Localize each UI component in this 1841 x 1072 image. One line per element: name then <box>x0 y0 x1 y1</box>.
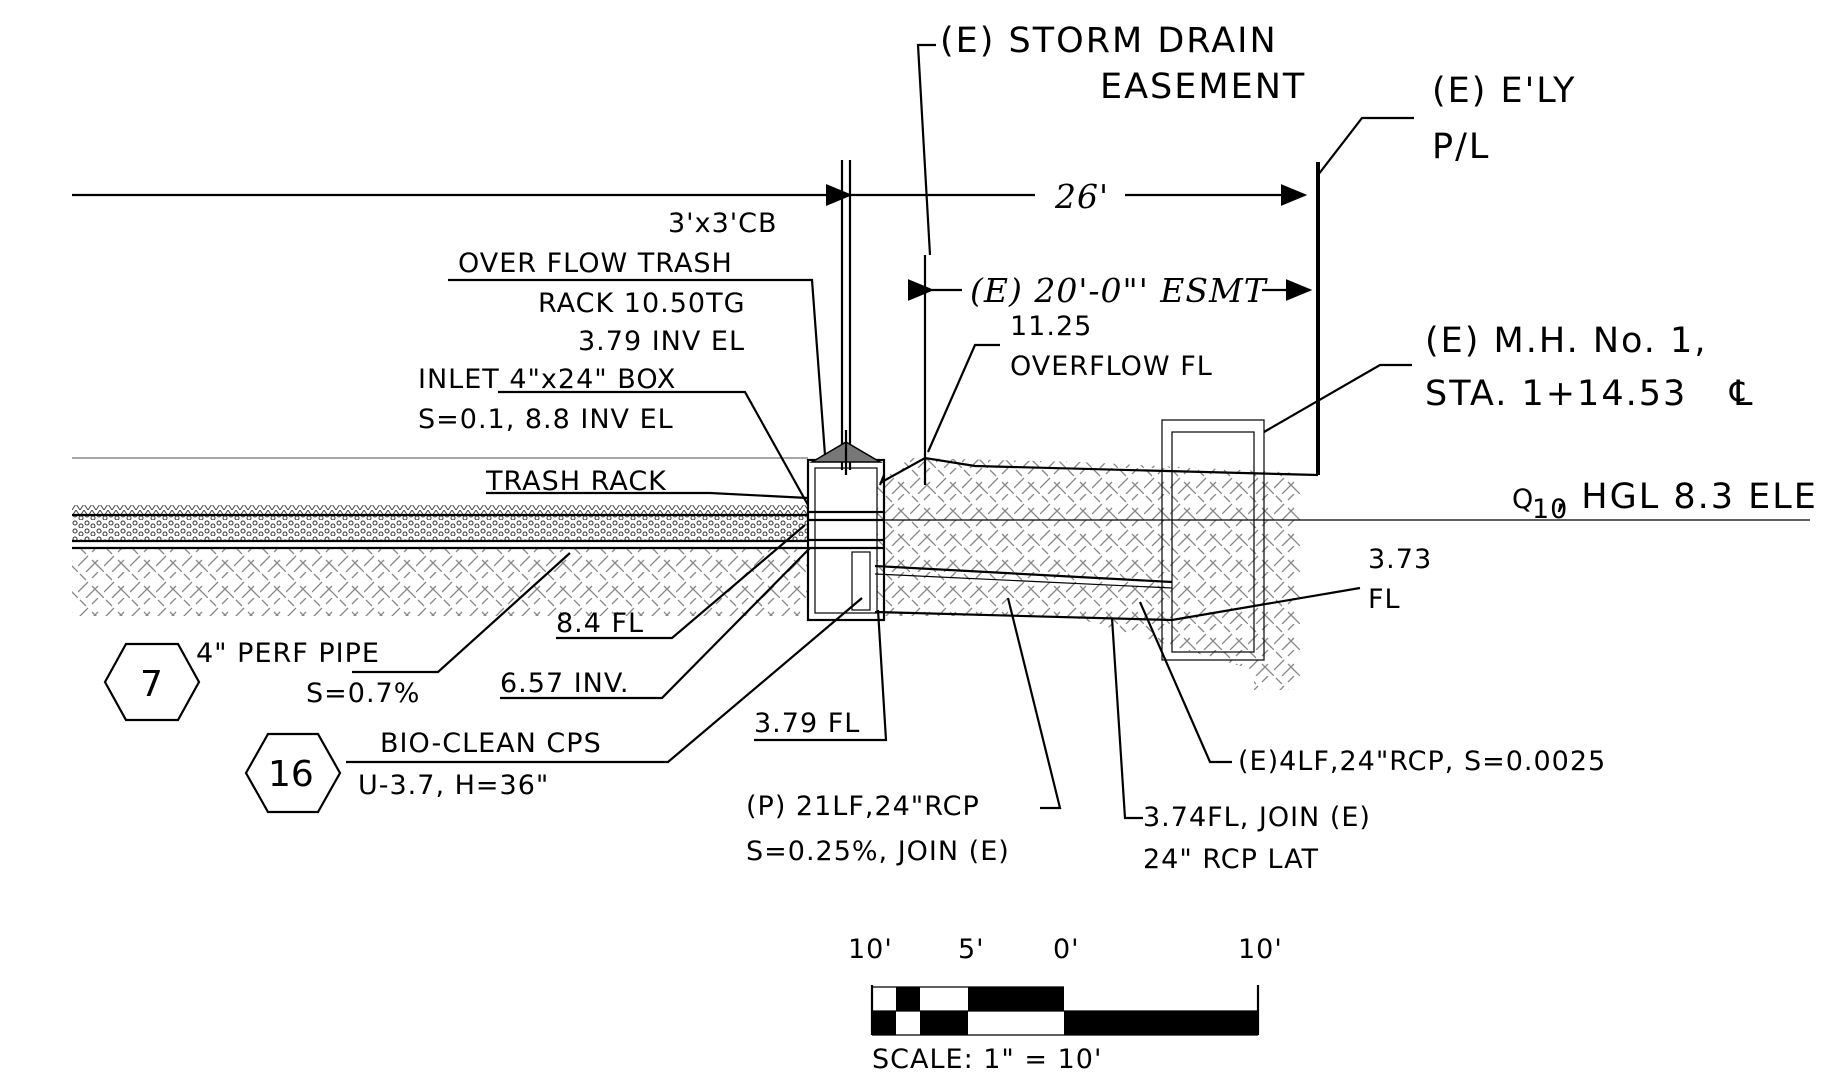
cb-line3: RACK 10.50TG <box>538 288 746 319</box>
fl-379-callout: 3.79 FL <box>754 609 888 742</box>
keynote-16-number: 16 <box>268 754 314 795</box>
ely-pl-line2: P/L <box>1432 127 1490 167</box>
keynote-16-line2: U-3.7, H=36" <box>358 770 549 801</box>
fl-84-label: 8.4 FL <box>556 608 644 639</box>
fl-379-label: 3.79 FL <box>754 708 860 739</box>
overflow-line1: 11.25 <box>1010 311 1092 342</box>
manhole-line2: STA. 1+14.53 <box>1425 374 1687 414</box>
cb-line2: OVER FLOW TRASH <box>458 248 733 279</box>
keynote-16: 16 BIO-CLEAN CPS U-3.7, H=36" <box>244 597 863 814</box>
ely-pl-line1: (E) E'LY <box>1432 71 1577 111</box>
overflow-line2: OVERFLOW FL <box>1010 351 1213 382</box>
rcp-pipe <box>874 564 1173 622</box>
scale-tick-5: 5' <box>958 934 985 965</box>
scale-tick-10-right: 10' <box>1238 934 1283 965</box>
storm-drain-line1: (E) STORM DRAIN <box>940 21 1278 61</box>
fl-inv-callouts: 8.4 FL 6.57 INV. <box>500 524 811 700</box>
keynote-7: 7 4" PERF PIPE S=0.7% <box>103 552 571 722</box>
keynote-7-line2: S=0.7% <box>306 678 420 709</box>
dimension-esmt: (E) 20'-0"' ESMT <box>907 255 1313 485</box>
fl-373-line1: 3.73 <box>1368 544 1432 575</box>
gravel-bed <box>72 505 808 550</box>
keynote-16-line1: BIO-CLEAN CPS <box>380 728 602 759</box>
manhole-line1: (E) M.H. No. 1, <box>1425 321 1707 361</box>
inlet-line1: INLET 4"x24" BOX <box>418 364 676 395</box>
keynote-7-number: 7 <box>140 664 163 705</box>
ely-pl-callout: (E) E'LY P/L <box>1316 71 1577 475</box>
catch-basin <box>806 430 886 622</box>
dimension-26: 26' <box>72 160 1308 470</box>
join-lat-line2: 24" RCP LAT <box>1143 844 1319 875</box>
proposed-rcp-line1: (P) 21LF,24"RCP <box>746 791 980 822</box>
soil-hatch <box>72 458 1300 690</box>
storm-drain-line2: EASEMENT <box>1100 67 1306 107</box>
hgl-q-sub: 10 <box>1532 494 1568 525</box>
scale-bar: 10' 5' 0' 10' SCALE: 1" = 10' <box>848 934 1283 1072</box>
trash-rack-text: TRASH RACK <box>485 466 667 497</box>
scale-tick-0: 0' <box>1053 934 1080 965</box>
ground-surface <box>72 456 1319 484</box>
join-lat-line1: 3.74FL, JOIN (E) <box>1143 802 1371 833</box>
existing-rcp-callouts: (E)4LF,24"RCP, S=0.0025 3.74FL, JOIN (E)… <box>1110 601 1606 875</box>
manhole: (E) M.H. No. 1, STA. 1+14.53 ℄ <box>1161 321 1754 661</box>
scale-tick-10-left: 10' <box>848 934 893 965</box>
catch-basin-labels: 3'x3'CB OVER FLOW TRASH RACK 10.50TG 3.7… <box>448 208 827 456</box>
trash-rack-label: TRASH RACK <box>485 466 809 500</box>
inlet-labels: INLET 4"x24" BOX S=0.1, 8.8 INV EL <box>418 364 809 506</box>
scale-caption: SCALE: 1" = 10' <box>872 1044 1102 1072</box>
fl-373-line2: FL <box>1368 584 1401 615</box>
esmt-label: (E) 20'-0"' ESMT <box>970 271 1269 310</box>
proposed-rcp-line2: S=0.25%, JOIN (E) <box>746 836 1010 867</box>
cb-line1: 3'x3'CB <box>668 208 778 239</box>
proposed-rcp-callout: (P) 21LF,24"RCP S=0.25%, JOIN (E) <box>746 597 1062 867</box>
fl-373-callout: 3.73 FL <box>1171 544 1432 622</box>
dimension-26-label: 26' <box>1054 177 1109 216</box>
hgl-line: Q 10 , HGL 8.3 ELE <box>808 477 1818 525</box>
centerline-symbol: ℄ <box>1729 374 1754 414</box>
hgl-text: , HGL 8.3 ELE <box>1555 477 1818 517</box>
inlet-line2: S=0.1, 8.8 INV EL <box>418 404 674 435</box>
inv-657-label: 6.57 INV. <box>500 668 629 699</box>
keynote-7-line1: 4" PERF PIPE <box>196 638 380 669</box>
storm-drain-easement-callout: (E) STORM DRAIN EASEMENT <box>916 21 1306 256</box>
cb-line4: 3.79 INV EL <box>578 326 745 357</box>
existing-rcp-label: (E)4LF,24"RCP, S=0.0025 <box>1238 746 1606 777</box>
overflow-callout: 11.25 OVERFLOW FL <box>926 311 1213 453</box>
hgl-q: Q <box>1512 484 1534 515</box>
